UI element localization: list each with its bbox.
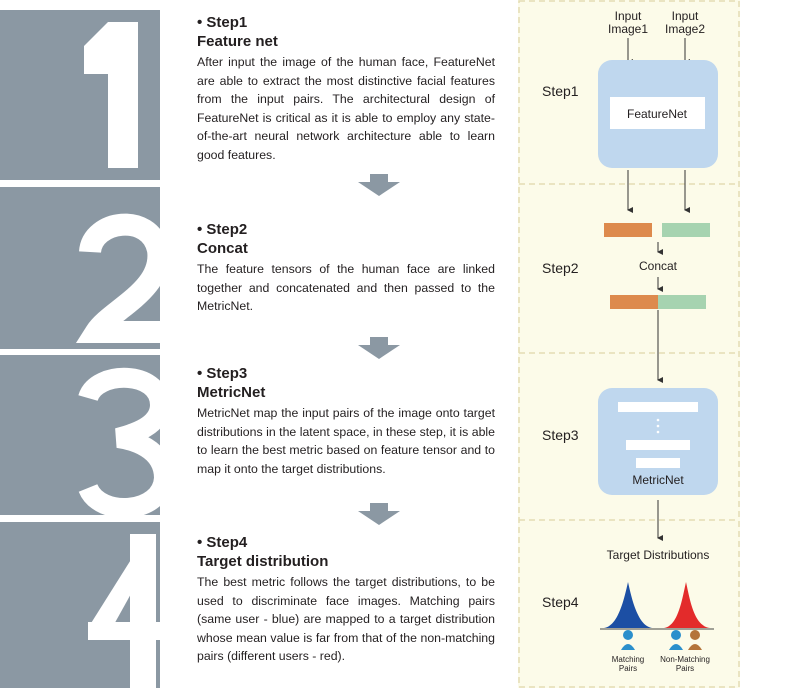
- diagram-step4-label: Step4: [542, 594, 579, 610]
- number-1-block: 1: [0, 0, 160, 180]
- nonmatching-label-line1: Non-Matching: [660, 655, 710, 664]
- step4-title: Target distribution: [197, 553, 329, 570]
- step4-heading: • Step4: [197, 534, 248, 551]
- down-arrow-icon: [358, 174, 400, 196]
- diagram-step1-label: Step1: [542, 83, 579, 99]
- ellipsis-dot: [656, 418, 660, 422]
- step1-heading: • Step1: [197, 14, 248, 31]
- big-number-2: 2: [0, 0, 1, 1]
- concat-label: Concat: [639, 259, 678, 273]
- matching-label-line1: Matching: [612, 655, 644, 664]
- nonmatching-label-line2: Pairs: [676, 664, 694, 673]
- step3-body: MetricNet map the input pairs of the ima…: [197, 406, 495, 476]
- step2-section: • Step2 Concat The feature tensors of th…: [197, 220, 495, 316]
- input1-line2: Image1: [608, 22, 648, 36]
- diagram-step3-label: Step3: [542, 427, 579, 443]
- matching-person-icon: [621, 630, 635, 650]
- feature-tensor-2: [662, 223, 710, 237]
- ellipsis-dot: [656, 430, 660, 434]
- metricnet-layer: [636, 458, 680, 468]
- big-number-4: 4: [0, 0, 1, 1]
- metricnet-layer: [626, 440, 690, 450]
- step2-heading: • Step2: [197, 221, 248, 238]
- down-arrow-icon: [358, 337, 400, 359]
- step1-section: • Step1 Feature net After input the imag…: [197, 13, 495, 165]
- step3-section: • Step3 MetricNet MetricNet map the inpu…: [197, 364, 495, 478]
- nonmatching-person-brown-icon: [688, 630, 702, 650]
- nonmatching-person-blue-icon: [669, 630, 683, 650]
- concat-tensor-left: [610, 295, 658, 309]
- step2-body: The feature tensors of the human face ar…: [197, 262, 495, 314]
- step4-section: • Step4 Target distribution The best met…: [197, 533, 495, 666]
- matching-label-line2: Pairs: [619, 664, 637, 673]
- diagram-step2-label: Step2: [542, 260, 579, 276]
- panel-border: [518, 0, 740, 688]
- step1-title: Feature net: [197, 33, 278, 50]
- big-number-3: 3: [0, 0, 1, 1]
- feature-tensor-1: [604, 223, 652, 237]
- pipeline-diagram: Step1 Step2 Step3 Step4 Input Image1 Inp…: [518, 0, 740, 688]
- step4-body: The best metric follows the target distr…: [197, 575, 495, 664]
- concat-tensor-right: [658, 295, 706, 309]
- number-3-block: 3: [0, 0, 175, 518]
- input2-line2: Image2: [665, 22, 705, 36]
- down-arrow-icon: [358, 503, 400, 525]
- input1-line1: Input: [615, 9, 642, 23]
- metricnet-layer: [618, 402, 698, 412]
- big-number-1: 1: [0, 0, 1, 1]
- matching-distribution: [604, 582, 652, 628]
- nonmatching-distribution: [664, 582, 710, 628]
- step-number-column: 1 2 3 4: [0, 0, 175, 688]
- metricnet-label: MetricNet: [632, 473, 684, 487]
- step2-title: Concat: [197, 240, 248, 257]
- target-distributions-label: Target Distributions: [607, 548, 710, 562]
- step3-title: MetricNet: [197, 384, 266, 401]
- number-4-block: 4: [0, 0, 160, 688]
- input2-line1: Input: [672, 9, 699, 23]
- step1-body: After input the image of the human face,…: [197, 55, 495, 162]
- step3-heading: • Step3: [197, 365, 248, 382]
- ellipsis-dot: [656, 424, 660, 428]
- number-2-block: 2: [0, 0, 170, 349]
- featurenet-label: FeatureNet: [627, 107, 688, 121]
- featurenet-inner: [610, 97, 705, 129]
